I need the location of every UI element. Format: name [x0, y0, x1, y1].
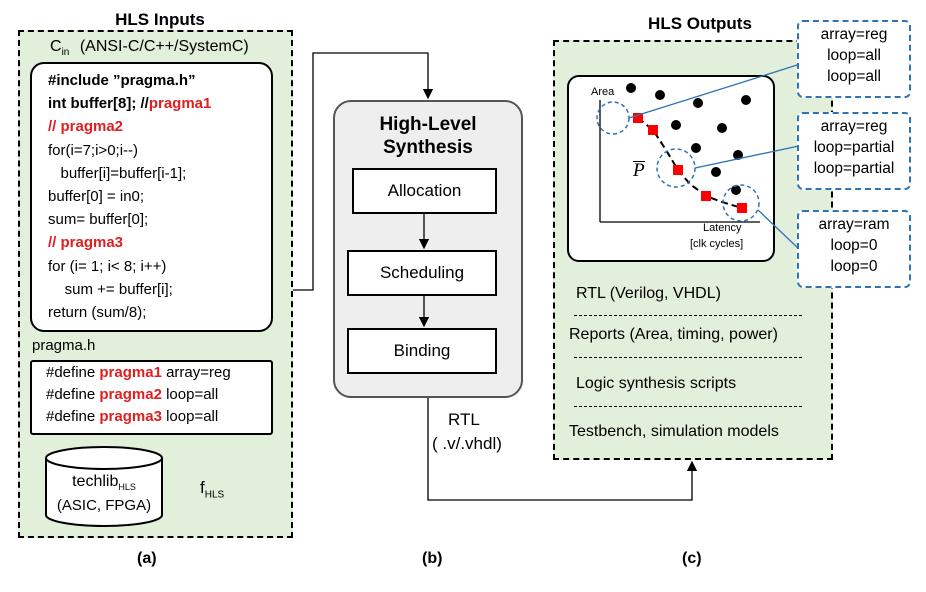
code-line: for(i=7;i>0;i--): [48, 142, 138, 159]
code-segment: pragma1: [148, 95, 212, 113]
config3-loop2: loop=0: [830, 258, 878, 275]
fhls-sub: HLS: [204, 489, 225, 501]
code-segment: #include ”pragma.h”: [48, 72, 196, 89]
fhls-label: fHLS: [200, 478, 224, 500]
define-segment: #define: [46, 386, 100, 403]
define-segment: array=reg: [161, 364, 231, 381]
config1-array: array=reg: [820, 26, 888, 43]
config1-loop2: loop=all: [827, 68, 881, 85]
code-segment: int buffer[8]; //: [48, 95, 149, 113]
highlight-circles: [596, 101, 760, 222]
hls-to-outputs-arrow: [427, 398, 698, 501]
define-segment: #define: [46, 364, 100, 381]
define-segment: loop=all: [161, 408, 219, 425]
config1-loop1: loop=all: [827, 47, 881, 64]
cin-desc: (ANSI-C/C++/SystemC): [79, 38, 249, 55]
hls-outputs-title: HLS Outputs: [648, 14, 752, 33]
config3-array: array=ram: [818, 216, 890, 233]
plot-x-unit: [clk cycles]: [690, 238, 744, 250]
pareto-plot-box: [567, 75, 775, 262]
code-segment: buffer[i]=buffer[i-1];: [48, 164, 187, 182]
caption-a: (a): [137, 550, 157, 567]
code-segment: sum += buffer[i];: [48, 280, 173, 298]
fhls-main: f: [200, 478, 205, 497]
techlib-label: techlibHLS: [46, 473, 162, 492]
code-line: // pragma3: [48, 234, 123, 251]
output-reports: Reports (Area, timing, power): [569, 326, 778, 343]
hls-title-line1: High-Level: [379, 114, 477, 135]
pragma-defines-box: [30, 360, 273, 435]
code-segment: sum= buffer[0];: [48, 211, 149, 229]
code-line: sum += buffer[i];: [48, 281, 173, 298]
code-line: // pragma2: [48, 118, 123, 135]
define-line: #define pragma1 array=reg: [46, 364, 231, 381]
output-testbench: Testbench, simulation models: [569, 423, 779, 440]
rtl-label: RTL: [448, 410, 480, 429]
code-line: return (sum/8);: [48, 304, 146, 321]
define-segment: pragma2: [99, 386, 162, 403]
hls-title: High-Level Synthesis: [333, 113, 523, 159]
pareto-label-text: P: [633, 160, 645, 181]
code-line: int buffer[8]; //pragma1: [48, 95, 211, 112]
define-segment: pragma3: [99, 408, 162, 425]
config2-array: array=reg: [820, 118, 888, 135]
code-line: for (i= 1; i< 8; i++): [48, 258, 166, 275]
rtl-ext-label: ( .v/.vhdl): [432, 434, 502, 453]
output-separator-1: [574, 315, 802, 316]
code-segment: for(i=7;i>0;i--): [48, 141, 139, 159]
inputs-to-hls-arrow: [293, 52, 434, 291]
techlib-main: techlib: [72, 473, 119, 490]
pareto-points: [633, 113, 747, 213]
define-segment: loop=all: [161, 386, 219, 403]
code-segment: for (i= 1; i< 8; i++): [48, 257, 167, 275]
output-separator-3: [574, 406, 802, 407]
pragma-config-box-1: array=reg loop=all loop=all: [797, 20, 911, 98]
cin-sub: in: [61, 47, 70, 59]
define-segment: #define: [46, 408, 100, 425]
define-line: #define pragma3 loop=all: [46, 408, 218, 425]
scheduling-step: Scheduling: [347, 250, 497, 296]
binding-step: Binding: [347, 328, 497, 374]
code-line: #include ”pragma.h”: [48, 72, 196, 89]
output-rtl: RTL (Verilog, VHDL): [576, 285, 721, 302]
caption-b: (b): [422, 550, 443, 567]
code-segment: // pragma3: [48, 234, 124, 252]
hls-inputs-title: HLS Inputs: [115, 10, 205, 29]
config2-loop1: loop=partial: [813, 139, 895, 156]
config3-loop1: loop=0: [830, 237, 878, 254]
output-separator-2: [574, 357, 802, 358]
code-segment: buffer[0] = in0;: [48, 188, 145, 205]
pragma-config-box-2: array=reg loop=partial loop=partial: [797, 112, 911, 190]
code-segment: // pragma2: [48, 118, 124, 136]
config2-loop2: loop=partial: [813, 160, 895, 177]
code-line: buffer[i]=buffer[i-1];: [48, 164, 187, 182]
caption-c: (c): [682, 550, 702, 567]
source-code-box: [30, 62, 273, 332]
pragma-file-label: pragma.h: [32, 337, 96, 354]
code-line: sum= buffer[0];: [48, 211, 148, 228]
techlib-desc: (ASIC, FPGA): [56, 497, 152, 514]
allocation-step: Allocation: [352, 168, 497, 214]
cin-label: Cin (ANSI-C/C++/SystemC): [50, 38, 249, 58]
define-segment: pragma1: [99, 364, 162, 381]
code-line: buffer[0] = in0;: [48, 188, 144, 205]
output-logic-scripts: Logic synthesis scripts: [576, 375, 737, 392]
plot-x-label: Latency: [703, 222, 742, 234]
code-segment: return (sum/8);: [48, 304, 147, 321]
cin-main: C: [50, 38, 62, 55]
callout-leaders: [628, 59, 814, 251]
define-line: #define pragma2 loop=all: [46, 386, 218, 403]
pragma-config-box-3: array=ram loop=0 loop=0: [797, 210, 911, 288]
pareto-label: P: [633, 160, 645, 182]
design-points: [626, 83, 751, 195]
techlib-sub: HLS: [118, 482, 136, 493]
hls-title-line2: Synthesis: [383, 137, 473, 158]
plot-y-label: Area: [591, 86, 615, 98]
